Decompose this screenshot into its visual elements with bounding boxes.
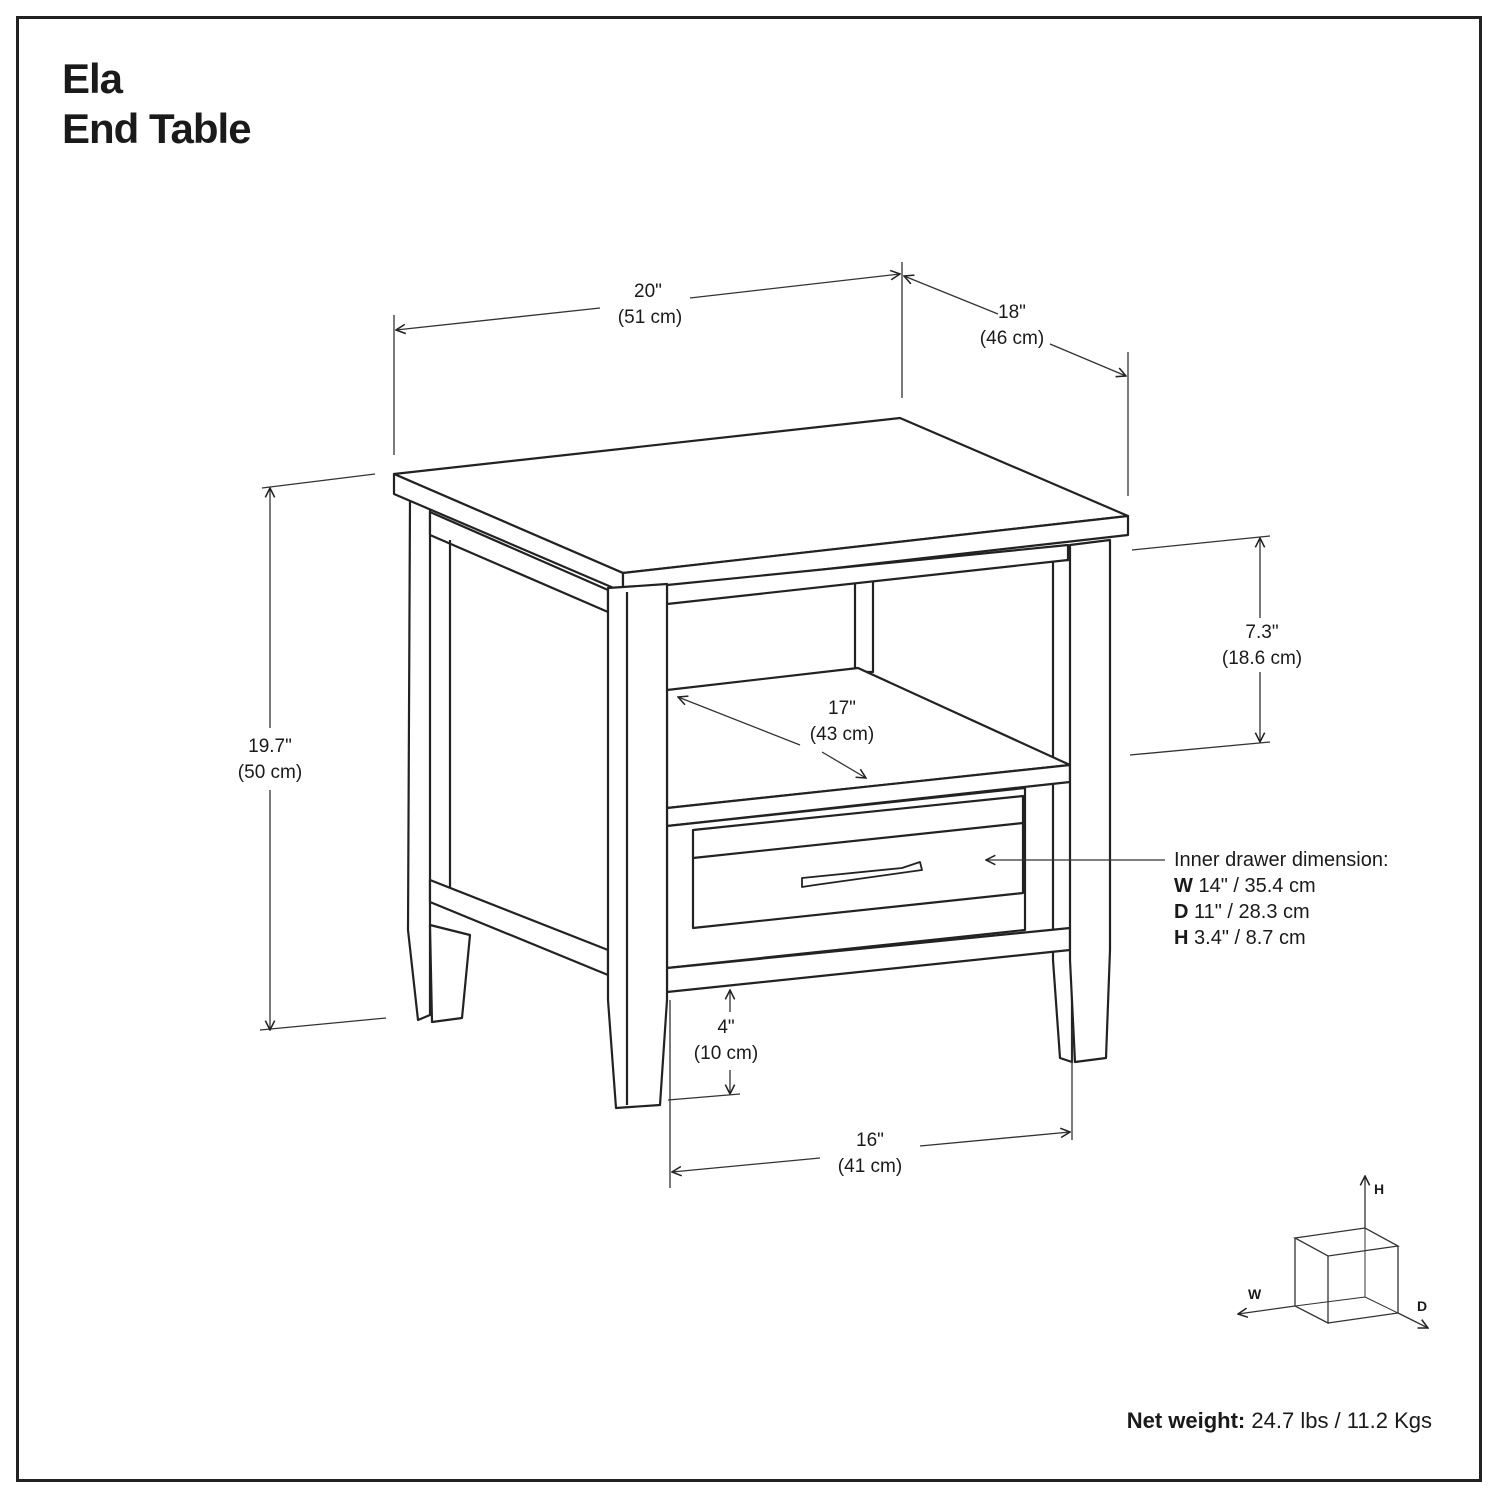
cube-hidden-edges: [1294, 1228, 1399, 1314]
axis-w-label: W: [1248, 1286, 1262, 1302]
drawer-h-value: 3.4" / 8.7 cm: [1194, 927, 1306, 949]
height-cm: (50 cm): [238, 762, 302, 783]
width-cm: (51 cm): [618, 307, 682, 328]
drawer-row-d: D 11" / 28.3 cm: [1174, 899, 1389, 925]
dimension-labels: 20" (51 cm) 18" (46 cm) 19.7" (50 cm) 7.…: [238, 281, 1302, 1177]
shelf-cm: (43 cm): [810, 724, 874, 745]
inner-drawer-callout: Inner drawer dimension: W 14" / 35.4 cm …: [1174, 847, 1389, 951]
axis-h-label: H: [1374, 1181, 1384, 1197]
dimension-lines: [259, 262, 1271, 1188]
drawer-h-key: H: [1174, 927, 1189, 949]
cube-left: [1294, 1238, 1329, 1325]
drawer-face: [691, 794, 1025, 930]
opening-extension-top: [1131, 535, 1271, 551]
cube-right: [1327, 1246, 1399, 1324]
net-weight-label: Net weight:: [1126, 1408, 1246, 1433]
drawer-heading: Inner drawer dimension:: [1174, 849, 1389, 871]
depth-dim-line-right: [1049, 343, 1126, 376]
clearance-cm: (10 cm): [694, 1043, 758, 1064]
opening-extension-bottom: [1129, 741, 1271, 756]
front-right-leg: [1068, 538, 1112, 1064]
axis-d-line: [1397, 1312, 1428, 1328]
clearance-extension: [667, 1093, 741, 1101]
inner-width-dim-right: [919, 1132, 1070, 1147]
front-left-leg: [606, 582, 669, 1110]
page-frame: [16, 16, 1482, 1482]
height-inch: 19.7": [248, 736, 292, 757]
shelf-dim-line-left: [678, 697, 801, 746]
drawer-w-value: 14" / 35.4 cm: [1198, 875, 1316, 897]
width-dim-line-right: [689, 274, 900, 299]
table-top-right-edge: [621, 514, 1130, 594]
axis-w-line: [1238, 1305, 1296, 1314]
axis-cube-icon: [1238, 1176, 1428, 1328]
depth-dim-line-left: [904, 276, 999, 315]
width-dim-line-left: [396, 307, 601, 330]
drawer-handle: [801, 861, 923, 888]
drawer-face-top: [692, 821, 1024, 860]
shelf-inch: 17": [828, 698, 856, 719]
left-lower-leg: [428, 923, 472, 1024]
shelf-dim-line-right: [821, 751, 866, 778]
opening-inch: 7.3": [1245, 622, 1278, 643]
back-post: [853, 578, 875, 674]
drawer-d-value: 11" / 28.3 cm: [1194, 901, 1310, 923]
title-line-2: End Table: [62, 105, 252, 152]
net-weight: Net weight: 24.7 lbs / 11.2 Kgs: [1127, 1408, 1432, 1434]
back-left-leg: [406, 496, 432, 1022]
inner-width-cm: (41 cm): [838, 1156, 902, 1177]
clearance-inch: 4": [717, 1017, 734, 1038]
net-weight-value: 24.7 lbs / 11.2 Kgs: [1251, 1408, 1432, 1433]
depth-inch: 18": [998, 302, 1026, 323]
height-extension-bottom: [259, 1017, 387, 1031]
height-extension-top: [261, 473, 376, 489]
title-line-1: Ela: [62, 55, 123, 102]
drawer-d-key: D: [1174, 901, 1189, 923]
depth-cm: (46 cm): [980, 328, 1044, 349]
inner-width-dim-left: [672, 1157, 821, 1172]
drawer-w-key: W: [1174, 875, 1193, 897]
width-inch: 20": [634, 281, 662, 302]
drawer-row-h: H 3.4" / 8.7 cm: [1174, 925, 1389, 951]
cube-top: [1292, 1227, 1401, 1257]
product-title: Ela End Table: [62, 54, 252, 154]
table-outline: [392, 416, 1130, 1110]
axis-d-label: D: [1417, 1298, 1427, 1314]
opening-cm: (18.6 cm): [1222, 648, 1302, 669]
inner-width-inch: 16": [856, 1130, 884, 1151]
drawer-row-w: W 14" / 35.4 cm: [1174, 873, 1389, 899]
